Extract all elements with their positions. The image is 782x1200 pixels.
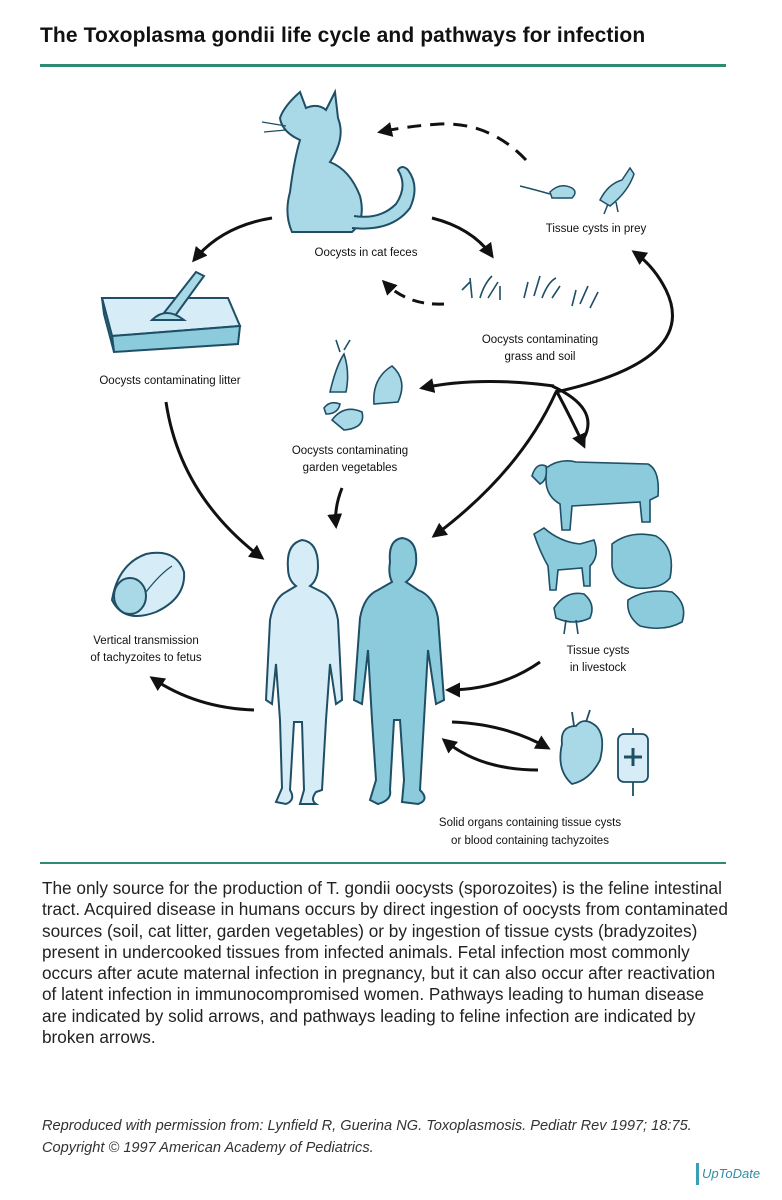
- label-prey: Tissue cysts in prey: [546, 223, 647, 235]
- livestock-icon: [531, 460, 685, 635]
- prey-icon: [519, 166, 635, 215]
- grass-to-humans-arrow: [431, 391, 558, 538]
- figure-title: The Toxoplasma gondii life cycle and pat…: [40, 24, 646, 47]
- heart-organ-icon: [559, 709, 604, 785]
- label-vertical-line1: Vertical transmission: [93, 635, 198, 647]
- label-organs-line2: or blood containing tachyzoites: [451, 835, 609, 847]
- figure-caption: The only source for the production of T.…: [42, 878, 728, 1048]
- woman-figure: [264, 538, 344, 806]
- litter-to-humans-arrow: [164, 401, 265, 560]
- label-grass-line1: Oocysts contaminating: [482, 334, 598, 346]
- grass-to-prey-arrow: [555, 250, 674, 394]
- humans-to-organs-arrow: [451, 720, 551, 750]
- label-organs-line1: Solid organs containing tissue cysts: [439, 817, 621, 829]
- label-vegetables-line1: Oocysts contaminating: [292, 445, 408, 457]
- litter-box-icon: [100, 270, 242, 354]
- grass-to-cat-arrow: [381, 279, 445, 306]
- label-vertical-line2: of tachyzoites to fetus: [90, 652, 201, 664]
- label-cat-feces: Oocysts in cat feces: [315, 247, 418, 259]
- title-rule: [40, 64, 726, 67]
- fetus-icon: [110, 551, 186, 617]
- grass-to-livestock-arrow: [554, 389, 586, 449]
- caption-rule: [40, 862, 726, 864]
- livestock-to-humans-arrow: [445, 660, 541, 698]
- grass-to-vegetables-arrow: [419, 378, 555, 393]
- humans-to-fetus-arrow: [149, 676, 255, 712]
- label-livestock-line2: in livestock: [570, 662, 626, 674]
- label-grass-line2: grass and soil: [505, 351, 576, 363]
- label-livestock-line1: Tissue cysts: [567, 645, 630, 657]
- blood-bag-icon: [617, 728, 649, 796]
- vegetables-icon: [323, 339, 403, 431]
- logo-bar-icon: [696, 1163, 699, 1185]
- organs-to-humans-arrow: [441, 738, 539, 772]
- grass-icon: [461, 275, 599, 309]
- vegetables-to-humans-arrow: [327, 487, 344, 529]
- label-vegetables-line2: garden vegetables: [303, 462, 398, 474]
- man-figure: [352, 536, 446, 806]
- life-cycle-diagram: Oocysts in cat feces Tissue cysts in pre…: [90, 88, 685, 847]
- cat-icon: [261, 88, 416, 233]
- uptodate-logo: UpToDate: [696, 1160, 776, 1188]
- prey-to-cat-arrow: [377, 122, 528, 162]
- cat-to-litter-arrow: [192, 216, 273, 263]
- figure-credit: Reproduced with permission from: Lynfiel…: [42, 1118, 692, 1156]
- logo-text: UpToDate: [702, 1166, 761, 1181]
- label-litter: Oocysts contaminating litter: [99, 375, 240, 387]
- cat-to-grass-arrow: [431, 216, 494, 259]
